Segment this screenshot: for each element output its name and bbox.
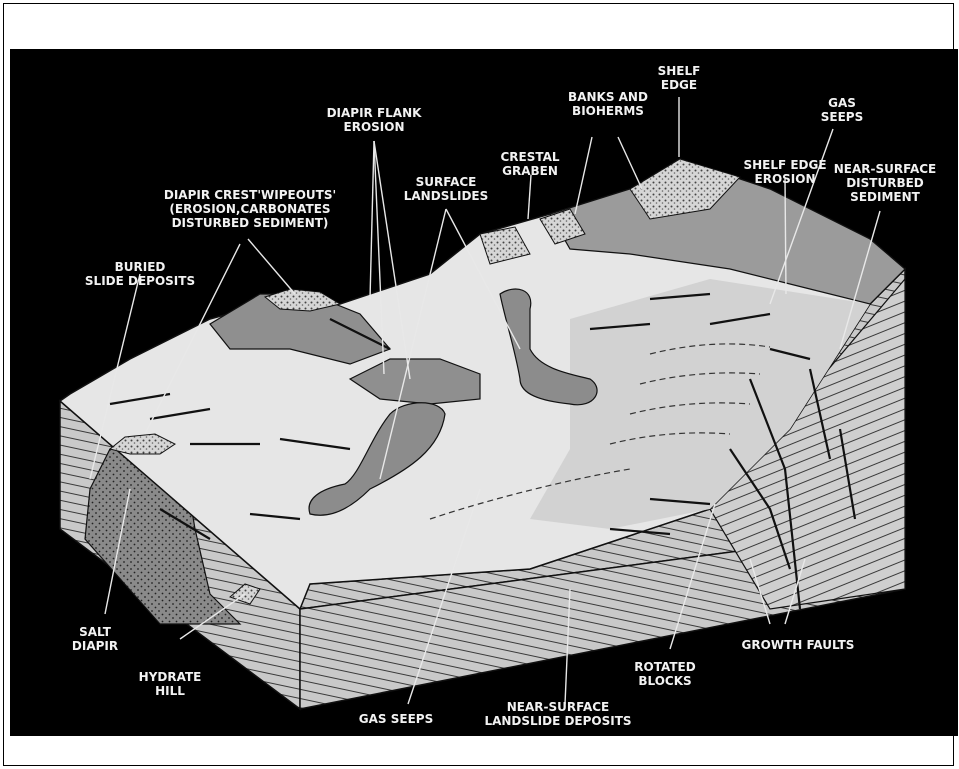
label-growth-faults: GROWTH FAULTS xyxy=(742,638,855,652)
label-diapir-crest-wipeouts: DIAPIR CREST'WIPEOUTS'(EROSION,CARBONATE… xyxy=(164,188,336,230)
label-gas-seeps-bottom: GAS SEEPS xyxy=(359,712,433,726)
